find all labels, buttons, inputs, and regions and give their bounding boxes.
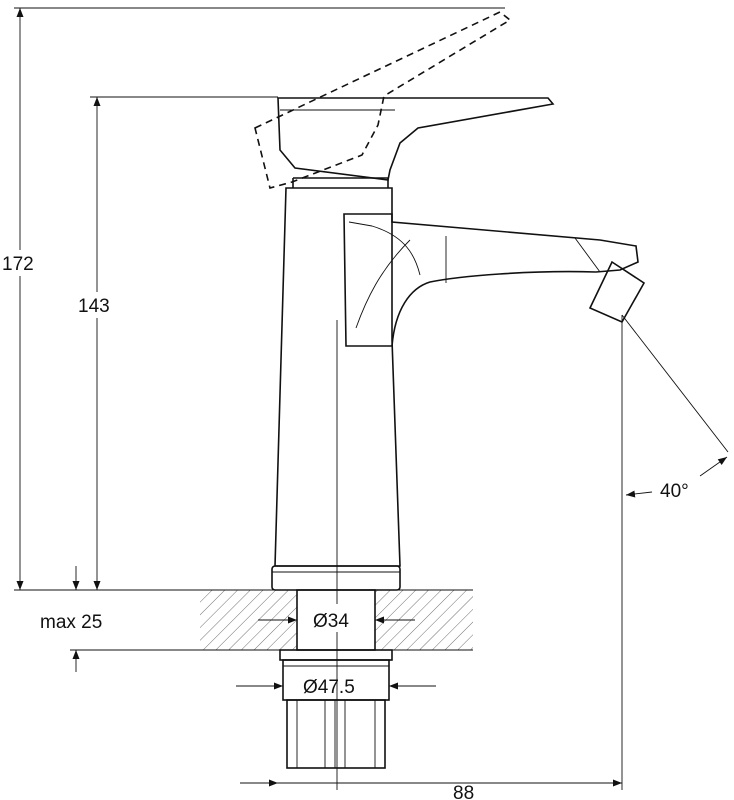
handle-raised-dashed: [254, 11, 512, 189]
dimension-spout-reach-label: 88: [453, 783, 474, 800]
dimension-rotation-angle: 40°: [625, 456, 728, 502]
base-ring: [271, 565, 401, 591]
dimension-nut-diameter-label: Ø47.5: [303, 677, 355, 698]
dimension-total-height: 172: [0, 7, 40, 590]
dimension-max-thickness-label: max 25: [40, 612, 102, 633]
spout: [343, 213, 646, 347]
dimension-max-thickness: max 25: [40, 566, 102, 672]
dimension-rotation-angle-label: 40°: [660, 481, 689, 502]
dimension-total-height-label: 172: [2, 254, 34, 275]
threaded-tail: [286, 699, 386, 769]
handle-closed: [277, 97, 555, 181]
dimension-spout-reach: 88: [240, 779, 622, 800]
dimension-hole-diameter: Ø34: [258, 604, 415, 632]
faucet-body: [274, 177, 401, 567]
dimension-nut-diameter: Ø47.5: [236, 677, 436, 698]
dimension-hole-diameter-label: Ø34: [313, 611, 349, 632]
extension-lines: [14, 7, 729, 790]
dimension-spout-height-label: 143: [78, 296, 110, 317]
dimension-spout-height: 143: [76, 97, 118, 590]
